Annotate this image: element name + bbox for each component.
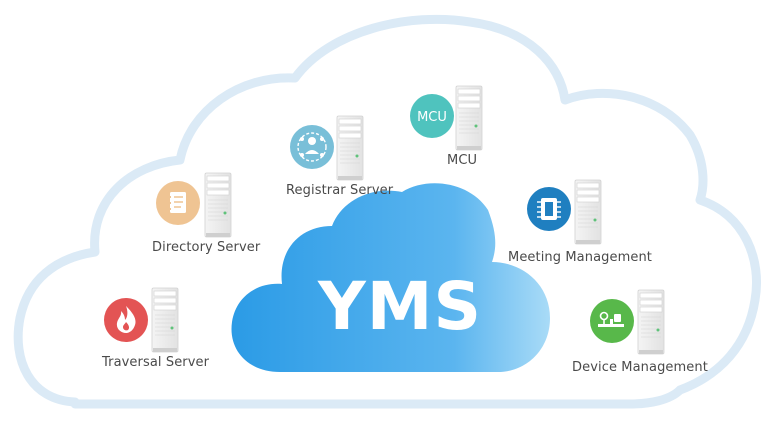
yms-title: YMS <box>317 268 482 345</box>
firewall-flame-icon <box>104 298 148 342</box>
registrar-server-unit <box>336 115 364 181</box>
registrar-server-label: Registrar Server <box>286 183 394 198</box>
directory-server-label: Directory Server <box>152 240 261 255</box>
traversal-server-unit <box>151 287 179 353</box>
device-management-icon <box>590 299 634 343</box>
directory-server-unit <box>204 172 232 238</box>
mcu-server <box>455 85 483 151</box>
mcu-label: MCU <box>447 153 478 168</box>
yms-center-cloud <box>231 183 550 372</box>
meeting-management-label: Meeting Management <box>508 250 652 265</box>
traversal-server-label: Traversal Server <box>102 355 210 370</box>
device-management-server <box>637 289 665 355</box>
device-management-label: Device Management <box>572 360 708 375</box>
meeting-management-server <box>574 179 602 245</box>
network-hub-icon <box>290 125 334 169</box>
mcu-badge-text: MCU <box>417 110 447 125</box>
chip-icon <box>527 187 571 231</box>
mcu-text-icon: MCU <box>410 94 454 138</box>
address-book-icon <box>156 181 200 225</box>
